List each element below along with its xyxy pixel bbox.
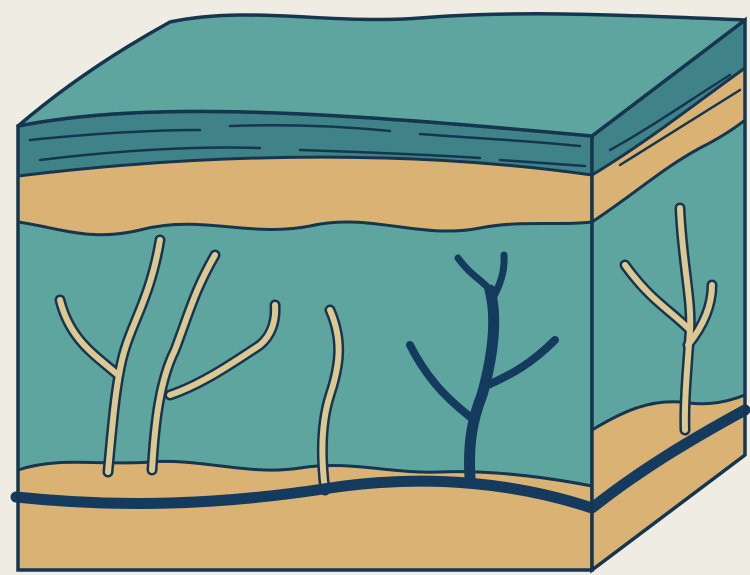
front-face-icon [16,111,592,570]
